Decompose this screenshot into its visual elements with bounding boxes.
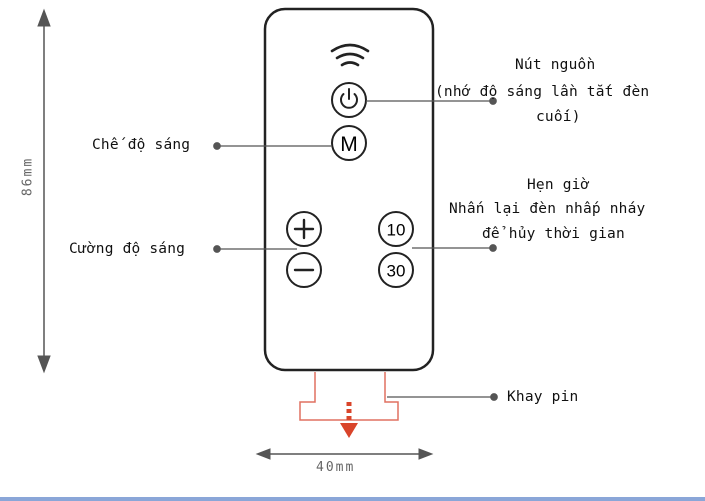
timer-10-label: 10 xyxy=(387,221,406,240)
battery-tray-label: Khay pin xyxy=(507,389,579,405)
power-note-line2: cuối) xyxy=(536,109,581,125)
power-title-label: Nút nguồn xyxy=(515,57,596,73)
power-button[interactable] xyxy=(331,82,367,118)
mode-button[interactable]: M xyxy=(331,125,367,161)
timer-note-line1: Nhấn lại đèn nhấp nháy xyxy=(449,201,646,217)
brightness-minus-button[interactable] xyxy=(286,252,322,288)
mode-label: Chế độ sáng xyxy=(92,137,191,153)
timer-30-button[interactable]: 30 xyxy=(378,252,414,288)
arrow-down-icon xyxy=(340,402,358,438)
leader-lines xyxy=(213,97,498,401)
width-dimension-label: 40mm xyxy=(316,460,356,475)
wifi-signal-icon xyxy=(330,43,370,67)
power-icon xyxy=(340,88,358,109)
mode-button-label: M xyxy=(340,133,358,156)
power-note-line1: (nhớ độ sáng lần tắt đèn xyxy=(435,84,650,100)
timer-10-button[interactable]: 10 xyxy=(378,211,414,247)
timer-30-label: 30 xyxy=(387,262,406,281)
height-dimension xyxy=(37,8,51,374)
brightness-plus-button[interactable] xyxy=(286,211,322,247)
brightness-label: Cường độ sáng xyxy=(69,241,186,257)
bottom-border xyxy=(0,497,705,501)
timer-note-line2: để hủy thời gian xyxy=(482,226,625,242)
plus-icon xyxy=(293,218,315,240)
height-dimension-label: 86mm xyxy=(20,156,36,197)
width-dimension xyxy=(255,448,434,460)
timer-title-label: Hẹn giờ xyxy=(527,177,590,193)
